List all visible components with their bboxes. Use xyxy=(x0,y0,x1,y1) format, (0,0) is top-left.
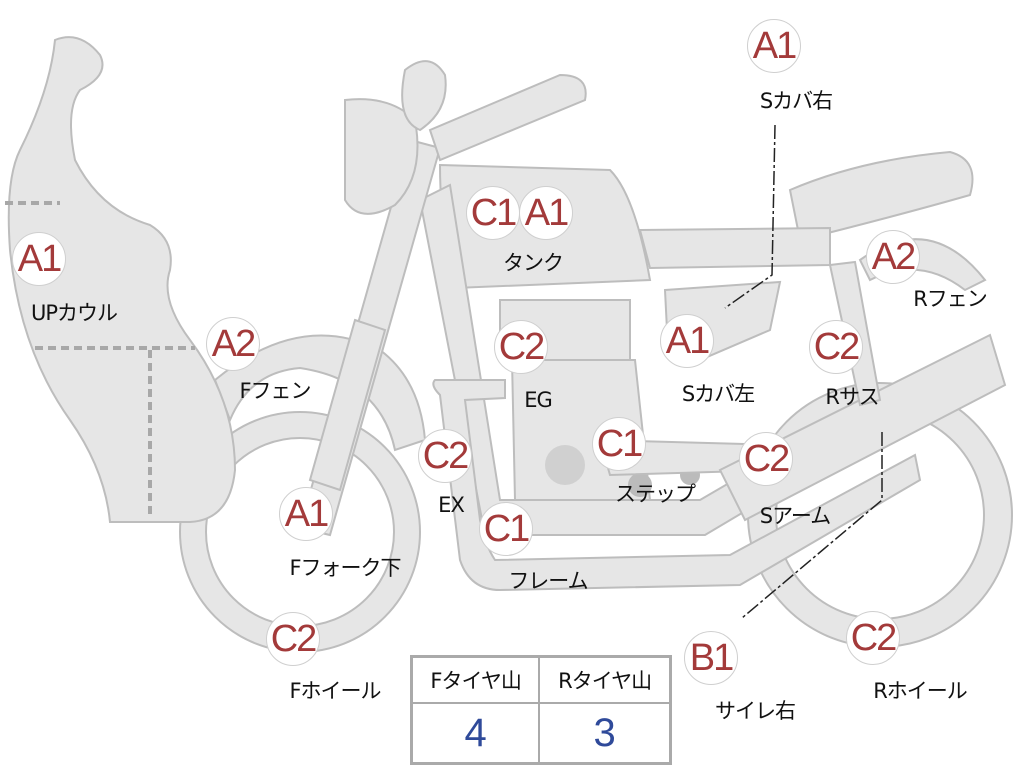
grade-badge-tank: C1 xyxy=(466,186,520,240)
label-rear-fender: Rフェン xyxy=(913,287,988,311)
swing-arm xyxy=(718,333,1007,522)
grade-badge-scover-left: A1 xyxy=(660,314,714,368)
label-frame: フレーム xyxy=(508,569,588,593)
rear-tire-value: 3 xyxy=(538,702,672,765)
label-engine: EG xyxy=(524,388,553,412)
label-upper-cowl: UPカウル xyxy=(30,301,118,325)
label-swing-arm: Sアーム xyxy=(759,504,831,528)
grade-badge-rear-fender: A2 xyxy=(866,230,920,284)
leader-line-scover-right xyxy=(724,124,776,309)
label-silencer-right: サイレ右 xyxy=(715,699,796,723)
label-exhaust: EX xyxy=(438,493,465,517)
grade-badge-front-wheel: C2 xyxy=(266,612,320,666)
front-tire-label: Fタイヤ山 xyxy=(410,655,541,704)
grade-badge-tank-2: A1 xyxy=(519,186,573,240)
label-front-fork-lower: Fフォーク下 xyxy=(289,556,401,580)
label-rear-wheel: Rホイール xyxy=(873,679,968,703)
label-front-fender: Fフェン xyxy=(239,379,311,403)
grade-badge-frame: C1 xyxy=(479,502,533,556)
label-front-wheel: Fホイール xyxy=(289,679,381,703)
grade-badge-engine: C2 xyxy=(494,320,548,374)
label-tank: タンク xyxy=(503,251,564,275)
label-scover-right: Sカバ右 xyxy=(759,89,833,113)
grade-badge-front-fender: A2 xyxy=(206,317,260,371)
grade-badge-upper-cowl: A1 xyxy=(12,232,66,286)
front-tire-value: 4 xyxy=(410,702,541,765)
headlight xyxy=(344,98,419,215)
grade-badge-scover-right: A1 xyxy=(747,19,801,73)
grade-badge-rear-wheel: C2 xyxy=(846,611,900,665)
label-rear-suspension: Rサス xyxy=(825,385,879,409)
rear-tire-label: Rタイヤ山 xyxy=(538,655,672,704)
label-scover-left: Sカバ左 xyxy=(681,382,755,406)
grade-badge-swing-arm: C2 xyxy=(739,432,793,486)
grade-badge-rear-suspension: C2 xyxy=(809,320,863,374)
upper-cowl xyxy=(7,36,237,523)
grade-badge-silencer-right: B1 xyxy=(684,631,738,685)
grade-badge-exhaust: C2 xyxy=(418,429,472,483)
label-step: ステップ xyxy=(615,482,696,506)
grade-badge-front-fork-lower: A1 xyxy=(279,487,333,541)
seat xyxy=(788,150,974,242)
leader-line-silencer-right xyxy=(741,432,883,619)
grade-badge-step: C1 xyxy=(592,417,646,471)
tire-tread-table: Fタイヤ山 Rタイヤ山 4 3 xyxy=(410,655,672,765)
